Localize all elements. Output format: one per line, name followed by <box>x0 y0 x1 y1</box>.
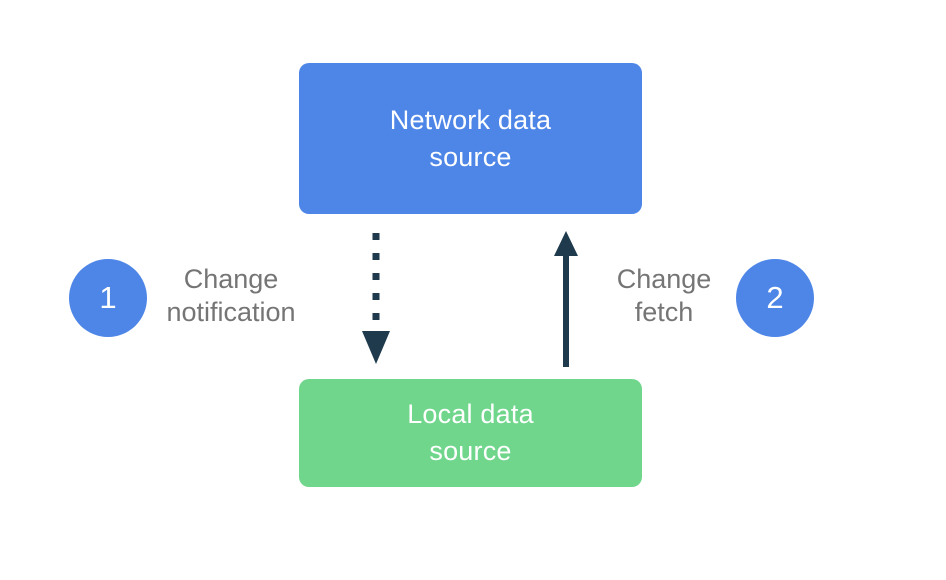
change-fetch-label: Change fetch <box>580 263 748 329</box>
network-node-label-line2: source <box>429 141 512 172</box>
change-notification-arrow <box>362 233 390 364</box>
network-node-label-line1: Network data <box>389 104 552 135</box>
change-fetch-arrow <box>554 231 578 367</box>
change-notification-label: Change notification <box>140 263 322 329</box>
change-notification-label-line2: notification <box>166 297 296 327</box>
change-fetch-label-line2: fetch <box>634 297 694 327</box>
step-2-badge: 2 <box>736 259 814 337</box>
dotted-arrow-head <box>362 331 390 364</box>
network-data-source-node: Network data source <box>299 63 642 214</box>
local-data-source-node: Local data source <box>299 379 642 487</box>
step-2-number: 2 <box>766 280 784 315</box>
step-1-badge: 1 <box>69 259 147 337</box>
change-fetch-label-line1: Change <box>616 264 712 294</box>
local-node-label-line2: source <box>429 436 512 466</box>
local-node-label-line1: Local data <box>407 399 534 429</box>
step-1-number: 1 <box>99 280 117 315</box>
solid-arrow-head <box>554 231 578 256</box>
change-notification-label-line1: Change <box>183 264 279 294</box>
